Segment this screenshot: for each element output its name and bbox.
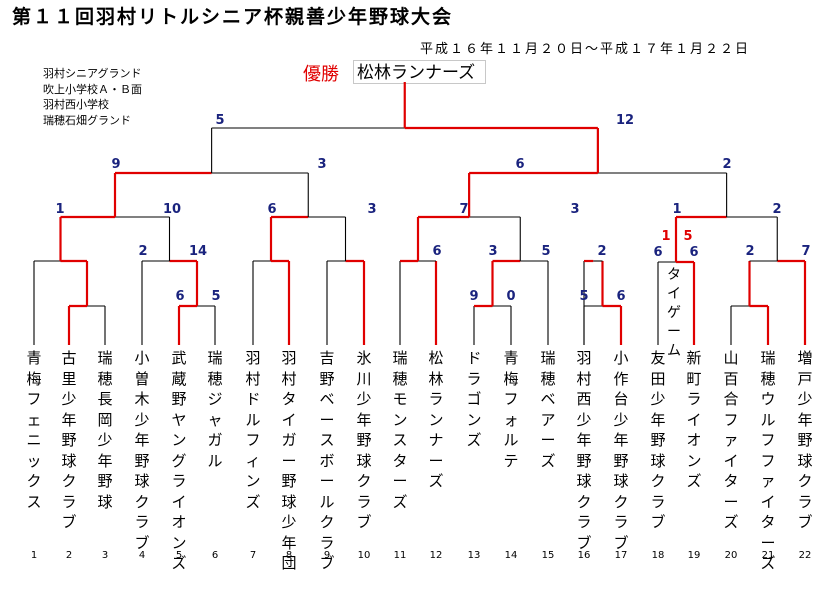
team-name: ドラゴンズ (466, 349, 482, 449)
team-seed: 4 (138, 550, 146, 561)
team-seed: 14 (504, 550, 518, 561)
team-seed: 16 (577, 550, 591, 561)
match-score: 10 (163, 202, 181, 217)
team-seed: 3 (101, 550, 109, 561)
date-range: 平成１６年１１月２０日～平成１７年１月２２日 (420, 42, 751, 57)
team-seed: 9 (323, 550, 331, 561)
venue-item: 羽村西小学校 (43, 98, 109, 111)
team-name: 青梅フェニックス (26, 349, 42, 511)
match-score: 2 (722, 157, 731, 172)
match-score: 2 (597, 244, 606, 259)
page-title: 第１１回羽村リトルシニア杯親善少年野球大会 (12, 6, 454, 28)
team-name: 羽村西少年野球クラブ (576, 349, 592, 552)
team-name: 古里少年野球クラブ (61, 349, 77, 531)
team-seed: 7 (249, 550, 257, 561)
match-score: 1 (661, 229, 670, 244)
match-score: 14 (189, 244, 207, 259)
match-score: 7 (459, 202, 468, 217)
team-name: 青梅フォルテ (503, 349, 519, 470)
team-name: 武蔵野ヤングライオンズ (171, 349, 187, 572)
match-score: 5 (683, 229, 692, 244)
match-score: 2 (772, 202, 781, 217)
champion-label: 優勝 (303, 64, 339, 85)
team-name: 羽村ドルフィンズ (245, 349, 261, 511)
match-score: 3 (570, 202, 579, 217)
team-seed: 17 (614, 550, 628, 561)
match-score: 0 (506, 289, 515, 304)
champion-team: 松林ランナーズ (353, 60, 486, 84)
match-score: 1 (672, 202, 681, 217)
match-score: 3 (488, 244, 497, 259)
team-name: 増戸少年野球クラブ (797, 349, 813, 531)
match-score: 2 (745, 244, 754, 259)
team-name: 山百合ファイターズ (723, 349, 739, 531)
tiebreak-note: タイゲーム (664, 266, 684, 361)
team-seed: 10 (357, 550, 371, 561)
team-name: 瑞穂モンスターズ (392, 349, 408, 511)
match-score: 9 (469, 289, 478, 304)
team-name: 小作台少年野球クラブ (613, 349, 629, 552)
match-score: 6 (432, 244, 441, 259)
team-seed: 2 (65, 550, 73, 561)
match-score: 5 (215, 113, 224, 128)
venue-list: 羽村シニアグランド 吹上小学校Ａ・Ｂ面 羽村西小学校 瑞穂石畑グランド (43, 66, 142, 128)
team-seed: 19 (687, 550, 701, 561)
match-score: 12 (616, 113, 634, 128)
team-name: 瑞穂ジャガル (207, 349, 223, 470)
team-name: 氷川少年野球クラブ (356, 349, 372, 531)
venue-item: 吹上小学校Ａ・Ｂ面 (43, 82, 142, 96)
match-score: 9 (111, 157, 120, 172)
team-seed: 8 (285, 550, 293, 561)
team-seed: 6 (211, 550, 219, 561)
match-score: 7 (801, 244, 810, 259)
team-name: 新町ライオンズ (686, 349, 702, 490)
team-seed: 13 (467, 550, 481, 561)
team-name: 瑞穂長岡少年野球 (97, 349, 113, 511)
team-name: 羽村タイガー野球少年団 (281, 349, 297, 572)
match-score: 3 (367, 202, 376, 217)
match-score: 6 (175, 289, 184, 304)
team-name: 松林ランナーズ (428, 349, 444, 490)
team-name: 友田少年野球クラブ (650, 349, 666, 531)
team-seed: 21 (761, 550, 775, 561)
match-score: 3 (317, 157, 326, 172)
match-score: 6 (267, 202, 276, 217)
venue-item: 瑞穂石畑グランド (43, 113, 131, 127)
team-seed: 12 (429, 550, 443, 561)
team-name: 吉野ベースボールクラブ (319, 349, 335, 572)
match-score: 2 (138, 244, 147, 259)
match-score: 5 (579, 289, 588, 304)
team-seed: 22 (798, 550, 812, 561)
team-seed: 15 (541, 550, 555, 561)
venue-item: 羽村シニアグランド (43, 67, 142, 80)
match-score: 6 (689, 245, 698, 260)
team-seed: 20 (724, 550, 738, 561)
match-score: 6 (616, 289, 625, 304)
team-seed: 18 (651, 550, 665, 561)
match-score: 5 (211, 289, 220, 304)
match-score: 6 (653, 245, 662, 260)
team-seed: 1 (30, 550, 38, 561)
team-name: 小曽木少年野球クラブ (134, 349, 150, 552)
match-score: 5 (541, 244, 550, 259)
match-score: 1 (55, 202, 64, 217)
team-seed: 5 (175, 550, 183, 561)
team-name: 瑞穂ウルフファイターズ (760, 349, 776, 572)
team-name: 瑞穂ベアーズ (540, 349, 556, 470)
match-score: 6 (515, 157, 524, 172)
team-seed: 11 (393, 550, 407, 561)
